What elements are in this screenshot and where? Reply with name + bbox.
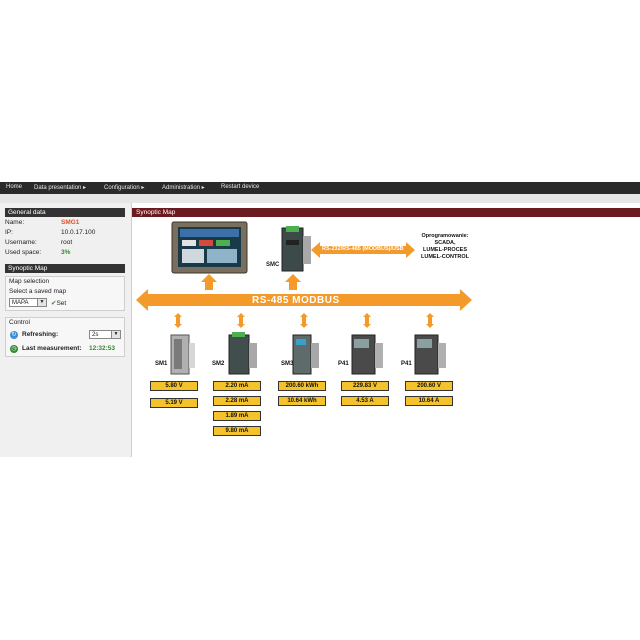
- control-box: [5, 317, 125, 357]
- reading-sm1-1: 5.80 V: [150, 381, 198, 391]
- top-nav-bar: Home Data presentation ▸ Configuration ▸…: [0, 182, 640, 194]
- nav-configuration[interactable]: Configuration ▸: [104, 185, 145, 191]
- chevron-down-icon: ▼: [111, 331, 120, 338]
- p41-device-2[interactable]: [414, 334, 446, 375]
- reading-sm2-2: 2.28 mA: [213, 396, 261, 406]
- name-value: SMG1: [61, 219, 80, 226]
- reading-p41-1-1: 229.83 V: [341, 381, 389, 391]
- refresh-icon: ↻: [10, 331, 18, 339]
- nav-data-presentation[interactable]: Data presentation ▸: [34, 185, 87, 191]
- software-note: Oprogramowanie: SCADA, LUMEL-PROCES LUME…: [421, 233, 469, 261]
- bus-label: RS-485 MODBUS: [252, 295, 340, 306]
- hmi-panel-device[interactable]: [171, 221, 248, 274]
- reading-sm1-2: 5.19 V: [150, 398, 198, 408]
- used-space-value: 3%: [61, 249, 71, 256]
- device-label-sm3: SM3: [281, 361, 294, 367]
- reading-p41-2-1: 200.60 V: [405, 381, 453, 391]
- chevron-down-icon: ▼: [37, 299, 46, 306]
- general-data-header: General data: [5, 208, 125, 217]
- software-title: Oprogramowanie:: [421, 233, 469, 239]
- sub-nav-stripe: [0, 194, 640, 203]
- device-label-p41-1: P41: [338, 361, 349, 367]
- device-label-p41-2: P41: [401, 361, 412, 367]
- sm3-device[interactable]: [292, 334, 319, 375]
- rs485-bus-arrow: [136, 289, 472, 311]
- ip-label: IP:: [5, 229, 13, 236]
- last-measurement-label: Last measurement:: [22, 345, 82, 352]
- refresh-interval-select[interactable]: 2s ▼: [89, 330, 121, 339]
- username-label: Username:: [5, 239, 37, 246]
- reading-sm2-3: 1.89 mA: [213, 411, 261, 421]
- reading-sm2-4: 9.80 mA: [213, 426, 261, 436]
- software-line-1: SCADA,: [434, 240, 456, 246]
- rs232-link-arrow: [311, 242, 415, 258]
- name-label: Name:: [5, 219, 25, 226]
- nav-administration[interactable]: Administration ▸: [162, 185, 205, 191]
- control-title: Control: [9, 319, 30, 326]
- set-button-label: Set: [56, 300, 67, 307]
- bus-connector-arrows-bottom: [174, 313, 434, 328]
- software-line-2: LUMEL-PROCES: [423, 247, 467, 253]
- map-select[interactable]: MAPA ▼: [9, 298, 47, 307]
- sm1-device[interactable]: [170, 334, 195, 375]
- refreshing-label: Refreshing:: [22, 331, 59, 338]
- left-panel: General data Name: SMG1 IP: 10.0.17.100 …: [0, 203, 132, 457]
- synoptic-map-header: Synoptic Map: [5, 264, 125, 273]
- map-select-value: MAPA: [12, 300, 29, 306]
- device-label-sm2: SM2: [212, 361, 225, 367]
- reading-sm2-1: 2.20 mA: [213, 381, 261, 391]
- smc-converter-device[interactable]: [281, 226, 311, 272]
- map-selection-title: Map selection: [9, 278, 50, 285]
- p41-device-1[interactable]: [351, 334, 383, 375]
- last-measurement-value: 12:32:53: [89, 345, 116, 352]
- reading-sm3-2: 10.64 kWh: [278, 396, 326, 406]
- nav-restart-device[interactable]: Restart device: [221, 184, 260, 190]
- nav-home[interactable]: Home: [6, 184, 23, 190]
- check-icon: ✔: [51, 300, 57, 307]
- software-line-3: LUMEL-CONTROL: [421, 254, 469, 260]
- sm2-device[interactable]: [228, 332, 257, 375]
- reading-p41-1-2: 4.53 A: [341, 396, 389, 406]
- used-space-label: Used space:: [5, 249, 42, 256]
- select-map-label: Select a saved map: [9, 288, 67, 295]
- device-label-sm1: SM1: [155, 361, 168, 367]
- link-label: RS-232/RS-485 (MODBUS)/USB: [322, 246, 404, 252]
- bus-connector-arrows-top: [201, 274, 301, 290]
- clock-icon: ◷: [10, 345, 18, 353]
- reading-p41-2-2: 10.64 A: [405, 396, 453, 406]
- ip-value: 10.0.17.100: [61, 229, 96, 236]
- smc-label: SMC: [266, 262, 280, 268]
- username-value: root: [61, 239, 73, 246]
- reading-sm3-1: 200.60 kWh: [278, 381, 326, 391]
- synoptic-map-title-bar: Synoptic Map: [132, 208, 640, 217]
- refresh-interval-value: 2s: [92, 332, 99, 338]
- set-button[interactable]: ✔Set: [51, 299, 66, 307]
